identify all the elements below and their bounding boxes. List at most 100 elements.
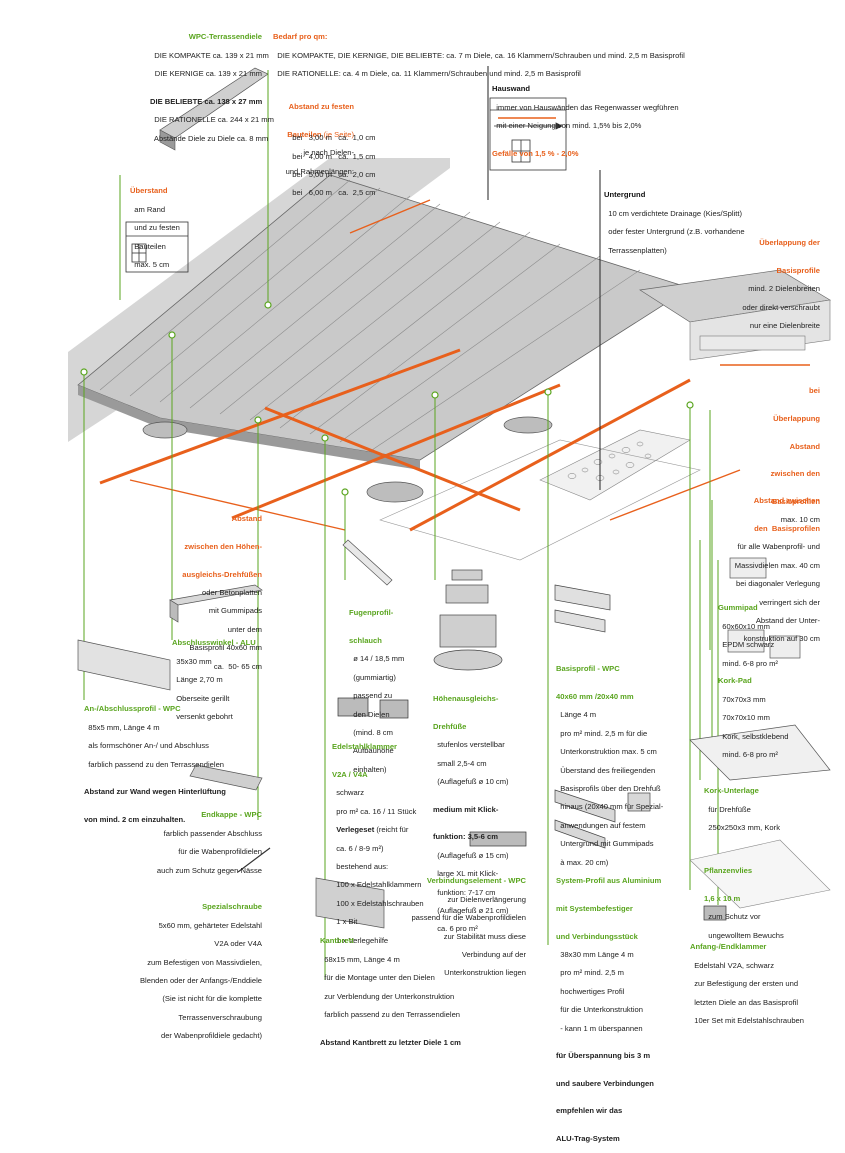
title: Überlappung	[773, 414, 820, 424]
line: für die Unterkonstruktion	[560, 1005, 643, 1015]
line: (mind. 8 cm	[353, 728, 393, 738]
title: Abschlusswinkel - ALU	[172, 638, 256, 648]
line: für die Montage unter den Dielen	[324, 973, 435, 983]
title: Pflanzenvlies	[704, 866, 753, 876]
line: Abstand der Unter-	[755, 616, 820, 626]
line: der Wabenprofildiele gedacht)	[160, 1031, 262, 1041]
title: Bauteilen	[287, 130, 322, 140]
line: passend zu	[353, 691, 393, 701]
label-korkunterlage: Kork-Unterlage für Drehfüße 250x250x3 mm…	[704, 768, 780, 832]
label-untergrund: Untergrund 10 cm verdichtete Drainage (K…	[604, 172, 745, 255]
cell: 2,0 cm	[352, 170, 376, 180]
title: Überstand	[130, 186, 168, 196]
line: 60x60x10 mm	[722, 621, 770, 631]
title: mit Systembefestiger	[556, 904, 633, 914]
wpc-profile-drawing	[77, 639, 171, 691]
line: bestehend aus:	[336, 862, 389, 872]
title: WPC-Terrassendiele	[188, 32, 262, 42]
line: Basisprofils über den Drehfuß	[560, 784, 661, 794]
title: Anfang-/Endklammer	[690, 942, 767, 952]
line: pro m² mind. 2,5 m für die	[560, 728, 648, 738]
line: Unterkonstruktion liegen	[444, 968, 526, 978]
label-pflanzenvlies: Pflanzenvlies 1,6 x 10 m zum Schutz vor …	[704, 848, 784, 940]
line: Aufbauhöhe	[352, 746, 394, 756]
line: konstruktion auf 30 cm	[743, 634, 820, 644]
label-ueberstand: Überstand am Rand und zu festen Bauteile…	[130, 168, 180, 269]
clip-drawing	[337, 697, 409, 719]
line: zur Verblendung der Unterkonstruktion	[324, 991, 455, 1001]
line: unter dem	[227, 624, 262, 634]
title: Hauswand	[492, 84, 530, 94]
cell: bei	[292, 151, 303, 161]
line: 10er Set mit Edelstahlschrauben	[694, 1016, 804, 1026]
deck-board-lines	[99, 179, 641, 451]
label-bedarf: Bedarf pro qm: DIE KOMPAKTE, DIE KERNIGE…	[273, 14, 685, 78]
line: für Überspannung bis 3 m	[556, 1051, 651, 1061]
line: farblich passender Abschluss	[163, 828, 262, 838]
cell: ca.	[338, 170, 349, 180]
line: empfehlen wir das	[556, 1106, 623, 1116]
screw-drawing	[237, 847, 271, 873]
title: Basisprofil - WPC	[556, 664, 620, 674]
title: Abstand zwischen	[753, 496, 820, 506]
line: farblich passend zu den Terrassendielen	[324, 1010, 461, 1020]
title: bei	[809, 386, 820, 396]
line: (Sie ist nicht für die komplette	[162, 994, 262, 1004]
cell: 3,00 m	[308, 133, 332, 143]
line: ca. 6 / 8-9 m²)	[336, 843, 384, 853]
deck-front-edge	[78, 385, 420, 470]
line: ca. 50- 65 cm	[213, 661, 262, 671]
line: DIE KOMPAKTE, DIE KERNIGE, DIE BELIEBTE:…	[277, 50, 685, 60]
line: Länge 2,70 m	[176, 675, 223, 685]
cell: 1,0 cm	[352, 133, 376, 143]
line: und saubere Verbindungen	[556, 1078, 654, 1088]
alu-system-drawing	[554, 789, 651, 849]
label-gummipad: Gummipad 60x60x10 mm EPDM schwarz mind. …	[718, 585, 778, 668]
line: - kann 1 m überspannen	[560, 1023, 643, 1033]
line: mit Gummipads	[208, 606, 262, 616]
line: 5x60 mm, gehärteter Edelstahl	[158, 920, 262, 930]
line: ALU-Trag-System	[556, 1134, 620, 1144]
line: medium mit Klick-	[433, 804, 499, 814]
dimension-arrows	[129, 117, 810, 531]
line: einhalten)	[353, 764, 387, 774]
line: oder direkt verschraubt	[742, 302, 820, 312]
label-verbindungselement: Verbindungselement - WPC zur Dielenverlä…	[388, 858, 526, 978]
line: zum Schutz vor	[708, 912, 761, 922]
line: Untergrund mit Gummipads	[560, 839, 654, 849]
line: oder Betonplatten	[202, 588, 262, 598]
line: 70x70x10 mm	[722, 713, 770, 723]
title: 40x60 mm /20x40 mm	[556, 692, 634, 702]
title: Kantbrett	[320, 936, 354, 946]
line: nur eine Dielenbreite	[749, 321, 820, 331]
cell: ca.	[338, 151, 349, 161]
line: Blenden oder der Anfangs-/Enddiele	[139, 976, 262, 986]
title: Höhenausgleichs-	[433, 694, 499, 704]
line: mind. 6-8 pro m²	[722, 658, 778, 668]
title: Endkappe - WPC	[201, 810, 262, 820]
line: Länge 4 m	[560, 710, 597, 720]
label-basisprofil: Basisprofil - WPC 40x60 mm /20x40 mm Län…	[556, 646, 663, 867]
line: (gummiartig)	[353, 672, 396, 682]
line: Abstand Kantbrett zu letzter Diele 1 cm	[320, 1037, 461, 1047]
line: (Auflagefuß ø 10 cm)	[437, 777, 509, 787]
line: DIE BELIEBTE ca. 138 x 27 mm	[150, 96, 263, 106]
hose-drawing	[342, 539, 393, 586]
title: System-Profil aus Aluminium	[556, 876, 662, 886]
line: 35x30 mm	[176, 656, 212, 666]
label-wpc-terrassendiele: WPC-Terrassendiele DIE KOMPAKTE ca. 139 …	[150, 14, 274, 143]
title: Basisprofilen	[771, 496, 820, 506]
line: zur Befestigung der ersten und	[694, 979, 799, 989]
title: Edelstahlklammer	[332, 742, 397, 752]
line: Massivdielen max. 40 cm	[734, 560, 820, 570]
line: am Rand	[134, 204, 166, 214]
line: Kork, selbstklebend	[722, 731, 789, 741]
line: verringert sich der	[759, 597, 820, 607]
cell: 6,00 m	[308, 188, 332, 198]
label-anschlussprofil: An-/Abschlussprofil - WPC 85x5 mm, Länge…	[84, 686, 226, 833]
line: 100 x Edelstahlklammern	[336, 880, 422, 890]
title: Überlappung der	[759, 238, 820, 248]
title: An-/Abschlussprofil - WPC	[84, 704, 181, 714]
line: 10 cm verdichtete Drainage (Kies/Splitt)	[608, 208, 743, 218]
line: immer von Hauswänden das Regenwasser weg…	[496, 102, 679, 112]
